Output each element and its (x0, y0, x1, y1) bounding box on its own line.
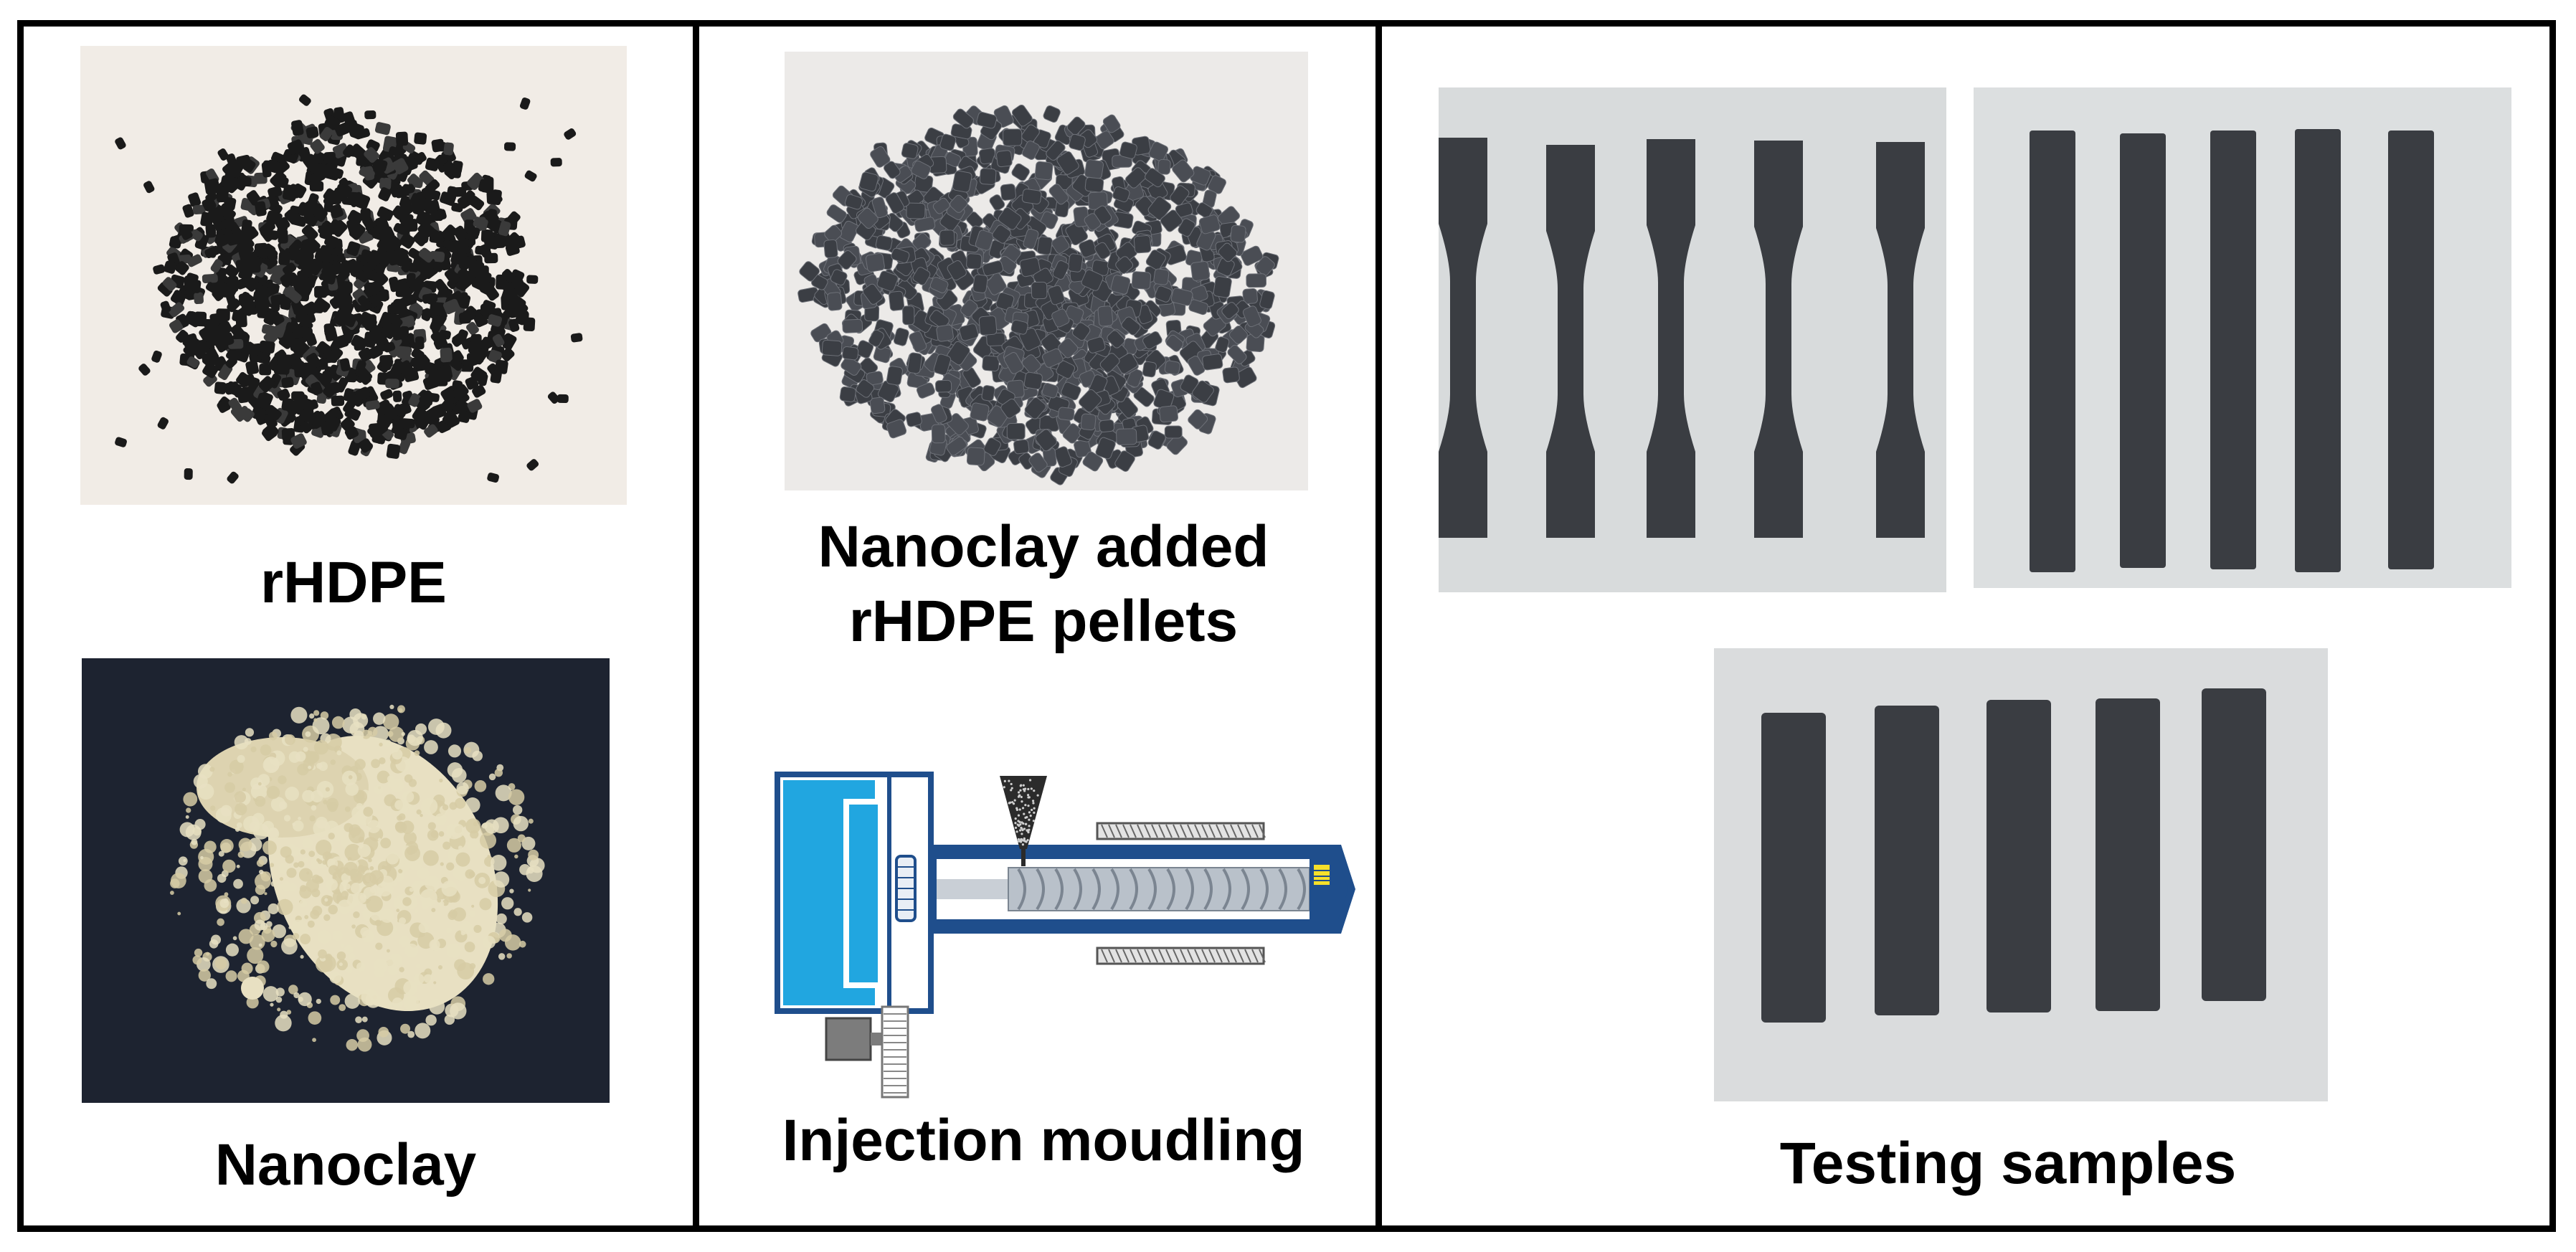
piston-rod (937, 879, 1008, 899)
rhdpe-label: rHDPE (260, 550, 447, 615)
nanoclay-label: Nanoclay (214, 1132, 477, 1198)
injection-moulding-machine-icon (775, 772, 1355, 1099)
gray-pellet-pile-icon (797, 104, 1279, 485)
gearbox (881, 1005, 909, 1099)
black-pellet-pile-icon (115, 94, 583, 484)
divider-right (1375, 20, 1382, 1232)
impact-samples-photo (1714, 648, 2328, 1101)
divider-left (693, 20, 699, 1232)
testing-samples-label: Testing samples (1779, 1131, 2237, 1196)
outer-frame (17, 20, 2556, 1232)
hopper (1000, 776, 1047, 849)
blend-photo (785, 52, 1308, 490)
clay-powder-pile-icon (82, 658, 610, 1103)
blend-label-line1: Nanoclay added (818, 514, 1269, 579)
bar-samples-photo (1974, 87, 2511, 588)
rhdpe-photo (80, 46, 627, 505)
impact-samples-icon (1761, 688, 2266, 1023)
injection-label: Injection moudling (782, 1108, 1305, 1173)
bar-samples-icon (2030, 129, 2434, 572)
blend-label-line2: rHDPE pellets (848, 589, 1239, 654)
dogbone-samples-icon (1439, 138, 1925, 538)
motor (825, 1017, 872, 1061)
dogbone-samples-photo (1439, 87, 1946, 592)
nozzle-heater (1314, 865, 1330, 885)
injection-machine-diagram (775, 770, 1355, 1100)
nanoclay-photo (82, 658, 610, 1103)
mold-cavity (849, 805, 878, 982)
